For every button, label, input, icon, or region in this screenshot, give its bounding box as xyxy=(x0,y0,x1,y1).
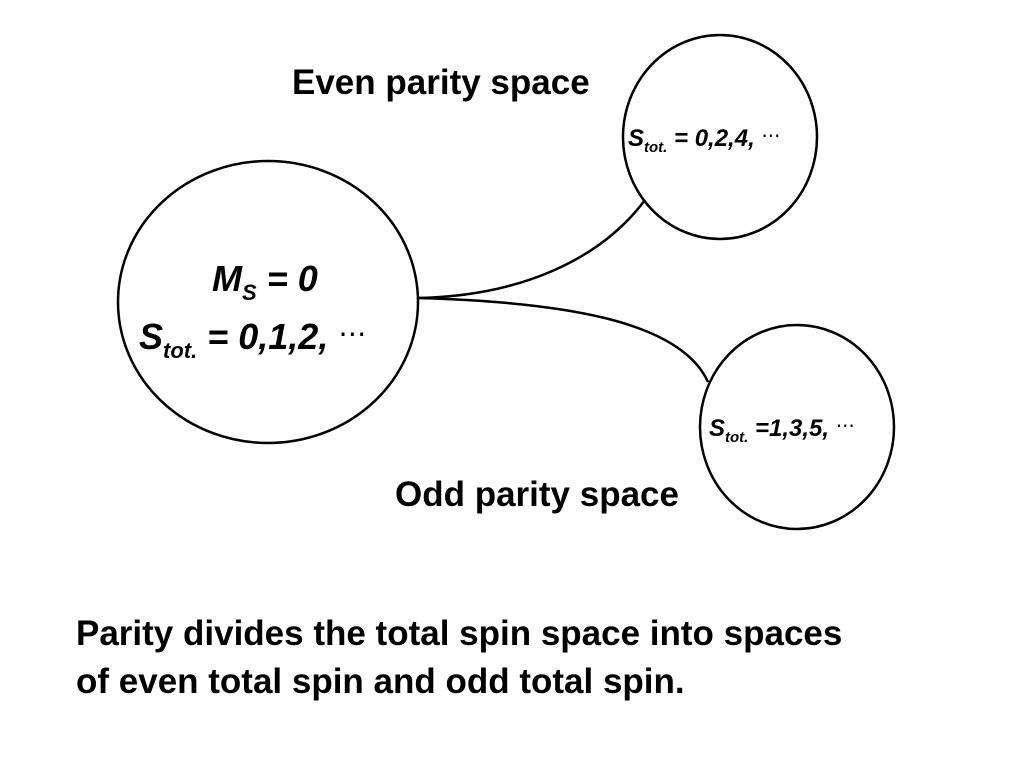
stot-subscript: tot. xyxy=(163,338,197,363)
stot-odd-symbol: S xyxy=(709,415,725,442)
even-parity-node xyxy=(621,33,819,241)
caption-line-2: of even total spin and odd total spin. xyxy=(76,662,685,701)
ms-value: = 0 xyxy=(257,258,318,299)
caption-line-1: Parity divides the total spin space into… xyxy=(76,614,843,653)
stot-ellipsis: ⋯ xyxy=(338,317,366,350)
stot-odd-subscript: tot. xyxy=(725,429,748,446)
stot-odd-equation: Stot. =1,3,5, ⋯ xyxy=(709,415,855,446)
stot-even-ellipsis: ⋯ xyxy=(761,125,780,147)
stot-all-equation: Stot. = 0,1,2, ⋯ xyxy=(139,316,366,363)
ms-subscript: S xyxy=(242,280,257,305)
stot-even-values: = 0,2,4, xyxy=(667,125,761,152)
stot-symbol: S xyxy=(139,316,163,357)
stot-odd-ellipsis: ⋯ xyxy=(836,415,855,437)
stot-even-symbol: S xyxy=(628,125,644,152)
stot-values: = 0,1,2, xyxy=(197,316,338,357)
odd-parity-node xyxy=(698,323,896,531)
stot-even-subscript: tot. xyxy=(644,139,667,156)
even-parity-label: Even parity space xyxy=(292,63,590,102)
odd-branch-connector xyxy=(417,296,710,383)
even-branch-connector xyxy=(417,199,646,300)
odd-parity-label: Odd parity space xyxy=(395,475,679,514)
stot-even-equation: Stot. = 0,2,4, ⋯ xyxy=(628,125,780,156)
ms-equation: MS = 0 xyxy=(212,258,318,305)
stot-odd-values: =1,3,5, xyxy=(748,415,835,442)
caption: Parity divides the total spin space into… xyxy=(76,610,976,706)
ms-symbol: M xyxy=(212,258,243,299)
total-spin-space-node xyxy=(116,159,420,445)
